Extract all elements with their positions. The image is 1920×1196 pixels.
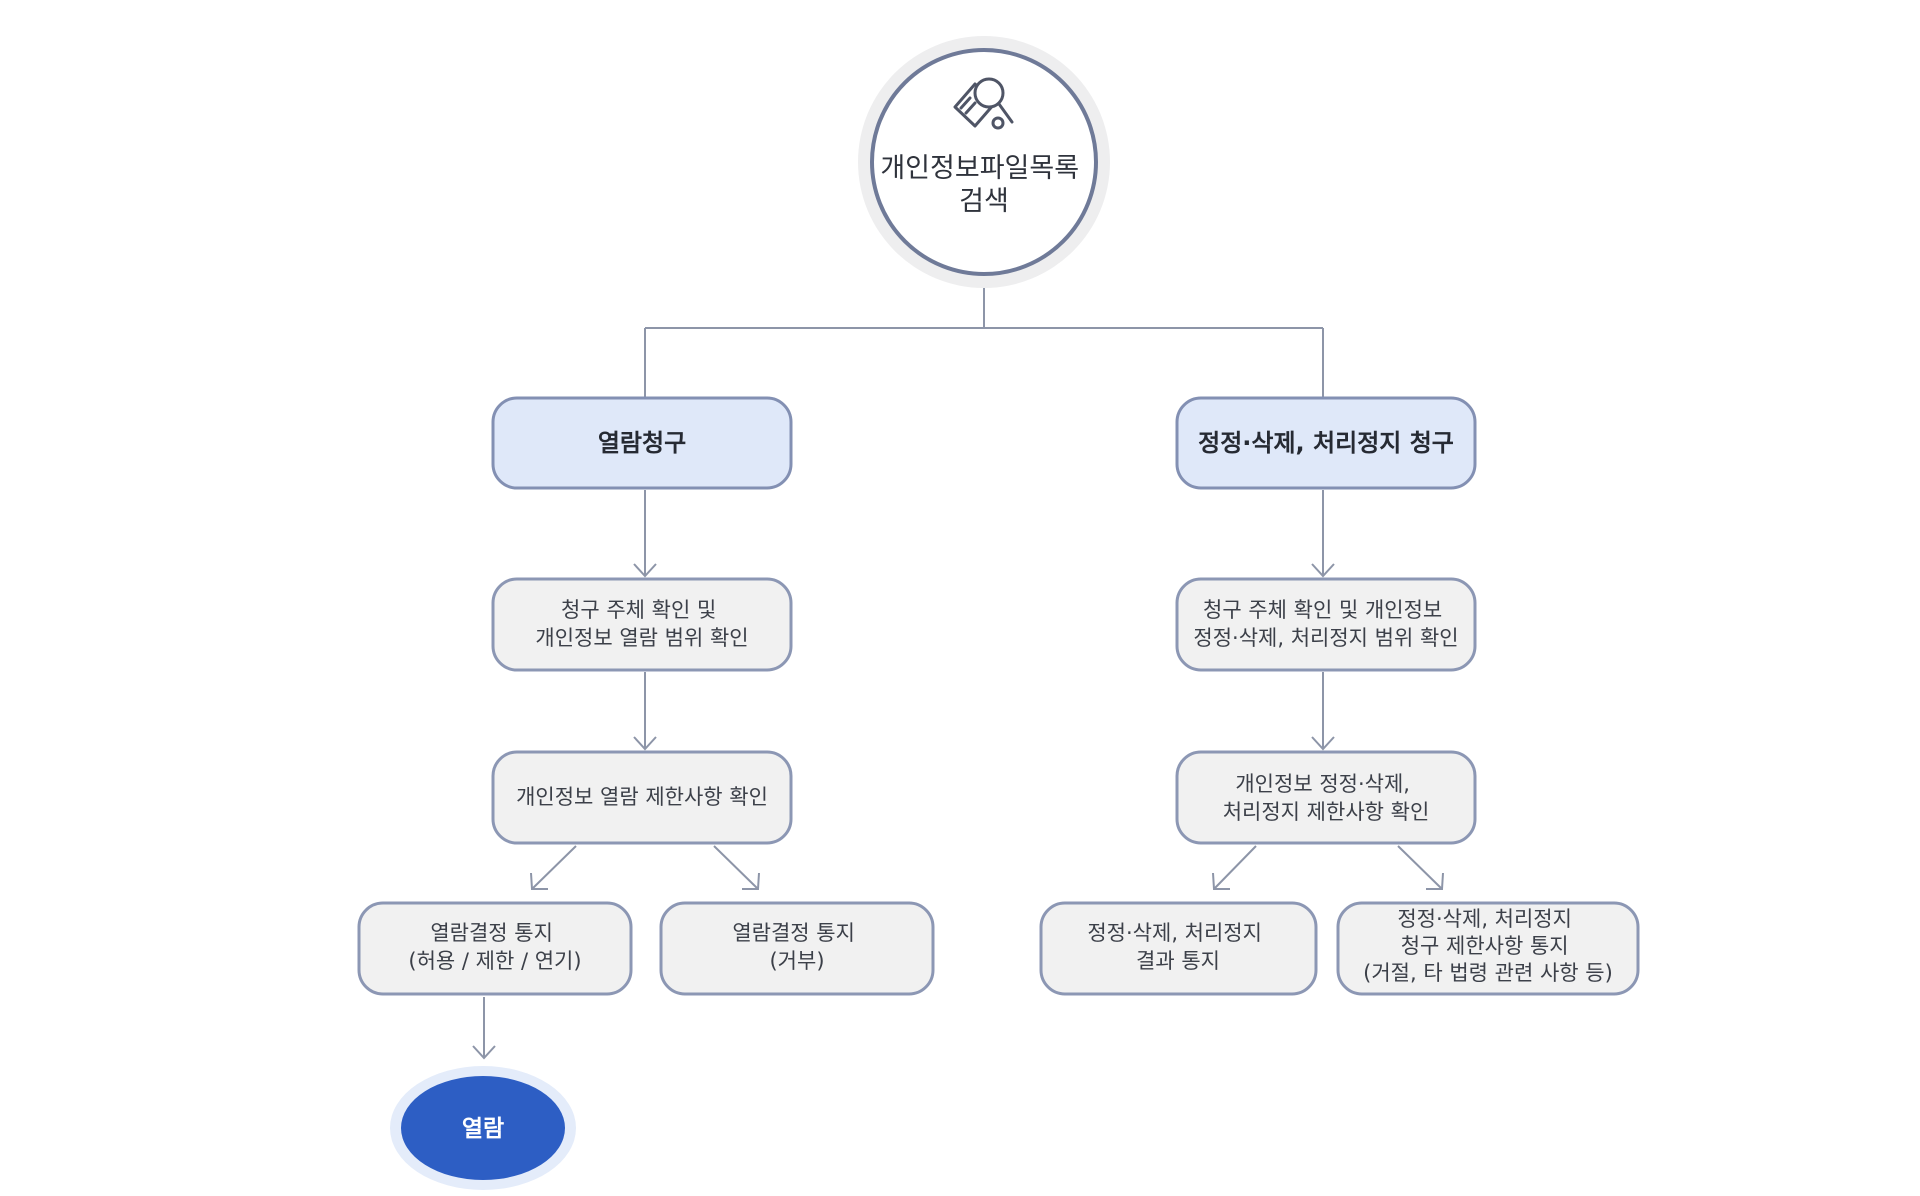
right-request-label: 정정·삭제, 처리정지 청구: [1198, 429, 1454, 457]
final-node-ellipse: [401, 1076, 565, 1180]
left-outcome-a-label: 열람결정 통지 (허용 / 제한 / 연기): [408, 921, 581, 973]
right-request-rect: [1175, 396, 1477, 490]
final-node-label: 열람: [462, 1116, 504, 1142]
right-outcome-a-box: 정정·삭제, 처리정지 결과 통지: [1039, 901, 1318, 996]
left-request-box: 열람청구: [491, 396, 793, 490]
left-request-rect: [491, 396, 793, 490]
left-outcome-a-rect: [357, 901, 633, 996]
left-step2-label: 개인정보 열람 제한사항 확인: [516, 785, 768, 809]
arrowhead: [1311, 736, 1335, 751]
arrow-right-step2-to-outcome-b: [1397, 845, 1443, 890]
start-node: 개인정보파일목록 검색: [858, 36, 1110, 288]
right-step1-rect: [1175, 577, 1477, 672]
arrow-right-step2-to-outcome-a: [1213, 845, 1257, 890]
search-document-icon: [953, 77, 1014, 130]
arrowhead: [1311, 563, 1335, 578]
right-outcome-b-label: 정정·삭제, 처리정지 청구 제한사항 통지 (거절, 타 법령 관련 사항 등…: [1363, 907, 1613, 985]
arrowhead: [472, 1045, 496, 1060]
right-step1-label: 청구 주체 확인 및 개인정보 정정·삭제, 처리정지 범위 확인: [1193, 598, 1458, 650]
right-request-box: 정정·삭제, 처리정지 청구: [1175, 396, 1477, 490]
left-outcome-b-box: 열람결정 통지 (거부): [659, 901, 935, 996]
left-outcome-b-label: 열람결정 통지 (거부): [732, 921, 861, 973]
arrowhead: [633, 736, 657, 751]
right-step2-rect: [1175, 750, 1477, 845]
right-step1-box: 청구 주체 확인 및 개인정보 정정·삭제, 처리정지 범위 확인: [1175, 577, 1477, 672]
left-step2-box: 개인정보 열람 제한사항 확인: [491, 750, 793, 845]
left-step1-label: 청구 주체 확인 및 개인정보 열람 범위 확인: [535, 598, 748, 650]
arrowhead: [1212, 872, 1230, 890]
arrow-left-step2-to-outcome-a: [531, 845, 577, 890]
right-outcome-a-label: 정정·삭제, 처리정지 결과 통지: [1087, 921, 1268, 973]
right-step2-label: 개인정보 정정·삭제, 처리정지 제한사항 확인: [1223, 772, 1430, 824]
right-outcome-a-rect: [1039, 901, 1318, 996]
left-step2-rect: [491, 750, 793, 845]
arrowhead: [633, 563, 657, 578]
connectors: [472, 285, 1444, 1060]
final-node: 열람: [390, 1066, 576, 1190]
arrowhead: [1426, 872, 1444, 890]
arrowhead: [742, 872, 760, 890]
start-node-circle: [870, 48, 1098, 276]
right-outcome-b-rect: [1336, 901, 1640, 996]
arrowhead: [530, 872, 548, 890]
left-outcome-a-box: 열람결정 통지 (허용 / 제한 / 연기): [357, 901, 633, 996]
right-step2-box: 개인정보 정정·삭제, 처리정지 제한사항 확인: [1175, 750, 1477, 845]
left-request-label: 열람청구: [598, 429, 686, 457]
left-step1-rect: [491, 577, 793, 672]
left-step1-box: 청구 주체 확인 및 개인정보 열람 범위 확인: [491, 577, 793, 672]
arrow-left-step2-to-outcome-b: [713, 845, 759, 890]
left-outcome-b-rect: [659, 901, 935, 996]
start-node-title: 개인정보파일목록 검색: [880, 153, 1087, 217]
right-outcome-b-box: 정정·삭제, 처리정지 청구 제한사항 통지 (거절, 타 법령 관련 사항 등…: [1336, 901, 1640, 996]
